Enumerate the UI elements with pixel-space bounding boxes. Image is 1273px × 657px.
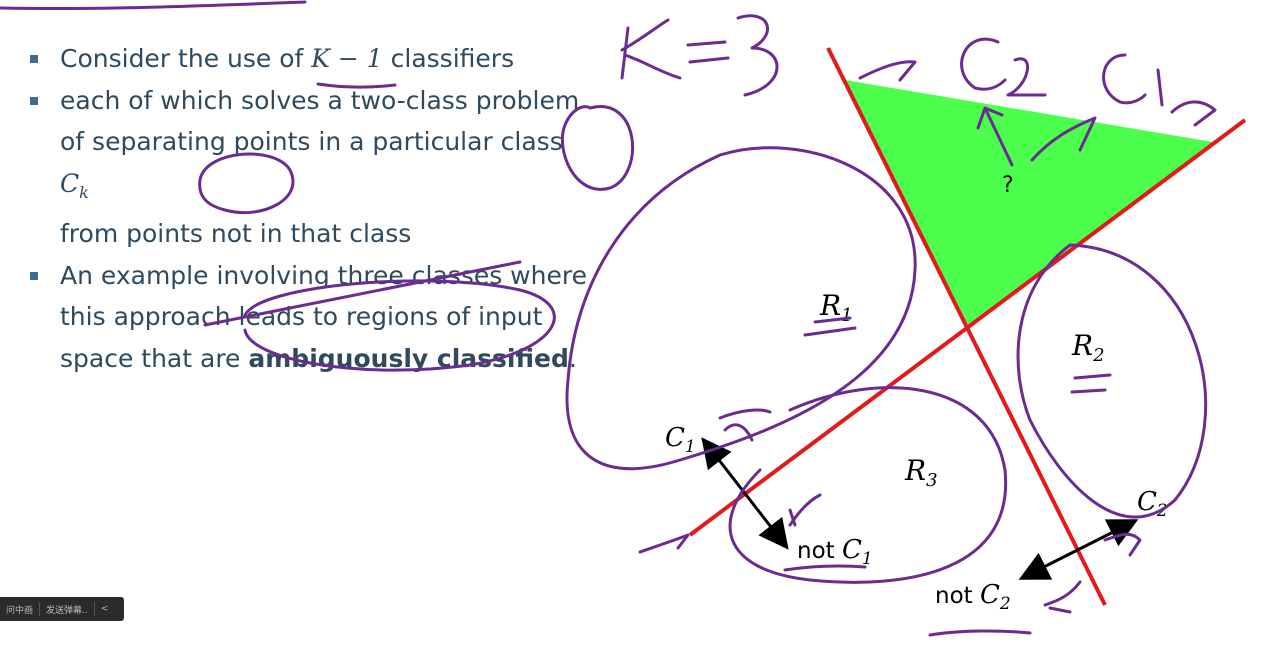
math-c: C xyxy=(60,168,80,198)
ink-arrow-up xyxy=(976,106,1014,167)
bullet-text: of separating points in a particular cla… xyxy=(60,127,563,156)
ink-arrow-bottom-left xyxy=(638,533,690,554)
ink-c1 xyxy=(1102,53,1164,107)
bullet-marker xyxy=(30,96,38,105)
ink-region-r2 xyxy=(1016,243,1208,519)
math-k-minus-1: K − 1 xyxy=(311,44,383,73)
bullet-2-line-1: each of which solves a two-class problem xyxy=(60,80,590,122)
bullet-text: from points not in that class xyxy=(60,219,412,248)
ambiguous-region xyxy=(845,80,1213,325)
bullet-marker xyxy=(30,271,38,280)
ink-c2 xyxy=(960,37,1047,97)
bullet-2-line-3: from points not in that class xyxy=(60,213,590,255)
arrow-c1-not-c1 xyxy=(701,437,789,550)
ink-arrow-right xyxy=(1030,116,1097,162)
bullet-2: each of which solves a two-class problem… xyxy=(30,80,590,255)
region-r1-label: R1 xyxy=(819,289,853,326)
divider xyxy=(39,602,41,616)
math-c-subscript: k xyxy=(79,182,89,202)
ink-k-equals-3 xyxy=(620,14,779,97)
video-control-bar: 问中画 发送弹幕.. < xyxy=(0,597,124,621)
ink-r3-underline xyxy=(783,564,867,572)
region-r3-label: R3 xyxy=(904,454,938,491)
bullet-list: Consider the use of K − 1 classifiers ea… xyxy=(30,38,590,379)
bullet-3-line-3: space that are ambiguously classified. xyxy=(60,338,590,380)
bullet-2-line-2: of separating points in a particular cla… xyxy=(60,121,590,213)
ink-c2-mark xyxy=(1103,532,1142,557)
ink-strike xyxy=(203,260,522,327)
bullet-text: . xyxy=(568,343,577,373)
ink-arrow-not-c2 xyxy=(1043,580,1082,614)
not-c1-label: not C1 xyxy=(797,535,873,569)
ink-not-c2-underline xyxy=(928,629,1032,637)
question-mark: ? xyxy=(1002,173,1014,198)
ink-region-r1 xyxy=(565,146,917,470)
bullet-1: Consider the use of K − 1 classifiers xyxy=(30,38,590,80)
region-r2-label: R2 xyxy=(1071,329,1105,366)
ink-c1-check xyxy=(718,408,772,442)
arrow-c2-not-c2 xyxy=(1018,519,1139,580)
ink-circle-not-in xyxy=(198,152,295,215)
bold-phrase: ambiguously classified xyxy=(248,343,569,373)
bullet-text: each of which solves a two-class problem xyxy=(60,85,580,115)
ink-underline-k xyxy=(316,82,397,89)
collapse-button[interactable]: < xyxy=(100,604,109,614)
bullet-1-line-1: Consider the use of K − 1 classifiers xyxy=(60,38,590,80)
ink-top-line xyxy=(0,0,307,11)
divider xyxy=(93,602,95,616)
ink-arrow-far-right xyxy=(1170,100,1217,127)
ink-circle-ck xyxy=(560,105,635,191)
ink-ellipse-ambiguous xyxy=(243,279,556,372)
ink-region-r3 xyxy=(728,386,1008,584)
ink-r3-check xyxy=(788,493,822,527)
handwritten-annotations xyxy=(0,0,1217,637)
bullet-text: classifiers xyxy=(382,44,515,73)
bullet-text: space that are xyxy=(60,343,249,373)
not-c2-label: not C2 xyxy=(935,580,1011,614)
player-left-label[interactable]: 问中画 xyxy=(6,605,34,616)
danmaku-input[interactable]: 发送弹幕.. xyxy=(46,605,88,616)
bullet-text: Consider the use of xyxy=(60,44,312,73)
ink-arrow-left xyxy=(858,60,917,82)
c1-label: C1 xyxy=(665,423,696,457)
ink-r1-underline xyxy=(803,316,857,337)
bullet-marker xyxy=(30,55,38,63)
ink-r2-underline xyxy=(1070,373,1112,394)
